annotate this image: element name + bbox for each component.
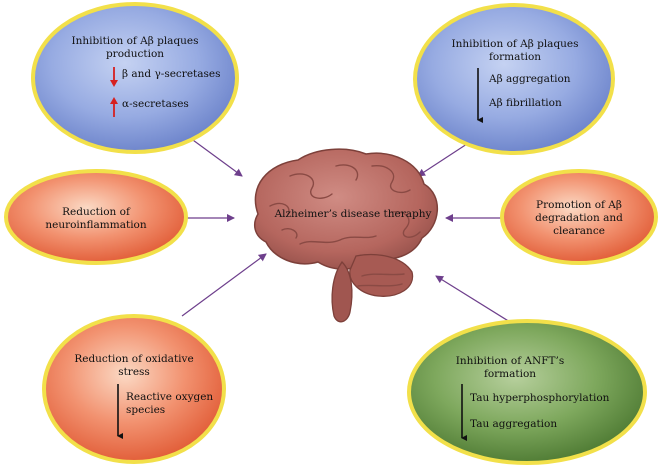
- oxidative-stress-title-line-1: Reduction of oxidative: [74, 353, 194, 365]
- brain-folds: [269, 164, 421, 287]
- node-neuroinflammation: [4, 169, 188, 265]
- abeta-production-title-line-2: production: [105, 48, 165, 60]
- abeta-degradation-title-line-2: degradation and: [535, 212, 623, 224]
- node-abeta-degradation: [500, 169, 658, 265]
- brain-stem: [331, 260, 353, 323]
- abeta-production-title-line-1: Inhibition of Aβ plaques: [71, 35, 199, 47]
- abeta-production-item-1: β and γ-secretases: [122, 68, 221, 80]
- neuroinflammation-title-line-1: Reduction of: [62, 206, 130, 218]
- anft-formation-title: Inhibition of ANFT’s formation: [440, 355, 580, 381]
- connector-abeta-formation: [417, 141, 471, 177]
- connector-anft-formation: [435, 275, 511, 323]
- arrow-up-head-icon: [110, 97, 118, 104]
- anft-formation-item-2: Tau aggregation: [470, 418, 558, 430]
- neuroinflammation-title-line-2: neuroinflammation: [45, 219, 147, 231]
- connectors: [180, 131, 511, 323]
- anft-formation-title-line-2: formation: [483, 368, 537, 380]
- brain-illustration: [253, 148, 439, 323]
- abeta-formation-title-line-2: formation: [488, 51, 542, 63]
- node-abeta-formation: [413, 3, 615, 155]
- arrow-down-head-icon: [110, 80, 118, 87]
- brain-cerebrum: [253, 148, 439, 270]
- node-abeta-degradation-shape: [500, 169, 658, 265]
- node-abeta-production-shape: [31, 2, 239, 154]
- oxidative-stress-item-line-1: Reactive oxygen: [126, 391, 214, 403]
- brain-cerebellum: [349, 253, 414, 297]
- abeta-formation-item-1: Aβ aggregation: [489, 73, 571, 85]
- node-abeta-formation-shape: [413, 3, 615, 155]
- abeta-formation-title: Inhibition of Aβ plaques formation: [440, 38, 590, 64]
- node-anft-formation-shape: [407, 319, 647, 465]
- node-abeta-production: [31, 2, 239, 154]
- neuroinflammation-title: Reduction of neuroinflammation: [26, 206, 166, 232]
- abeta-degradation-title-line-1: Promotion of Aβ: [536, 199, 622, 211]
- anft-formation-title-line-1: Inhibition of ANFT’s: [455, 355, 565, 367]
- node-neuroinflammation-shape: [4, 169, 188, 265]
- node-oxidative-stress-shape: [42, 314, 226, 464]
- abeta-degradation-title-line-3: clearance: [553, 225, 605, 237]
- oxidative-stress-item-1: Reactive oxygen species: [126, 391, 213, 417]
- oxidative-stress-item-line-2: species: [126, 404, 166, 416]
- abeta-production-item-2: α-secretases: [122, 98, 189, 110]
- center-label: Alzheimer’s disease theraphy: [274, 208, 432, 220]
- connector-oxidative-stress: [181, 253, 267, 317]
- abeta-formation-title-line-1: Inhibition of Aβ plaques: [451, 38, 579, 50]
- abeta-production-title: Inhibition of Aβ plaques production: [60, 35, 210, 61]
- anft-formation-item-1: Tau hyperphosphorylation: [470, 392, 610, 404]
- oxidative-stress-title: Reduction of oxidative stress: [64, 353, 204, 379]
- abeta-degradation-title: Promotion of Aβ degradation and clearanc…: [519, 199, 639, 238]
- node-oxidative-stress: [42, 314, 226, 464]
- node-anft-formation: [407, 319, 647, 465]
- abeta-formation-item-2: Aβ fibrillation: [489, 97, 562, 109]
- oxidative-stress-title-line-2: stress: [118, 366, 150, 378]
- item-arrows: [110, 67, 483, 441]
